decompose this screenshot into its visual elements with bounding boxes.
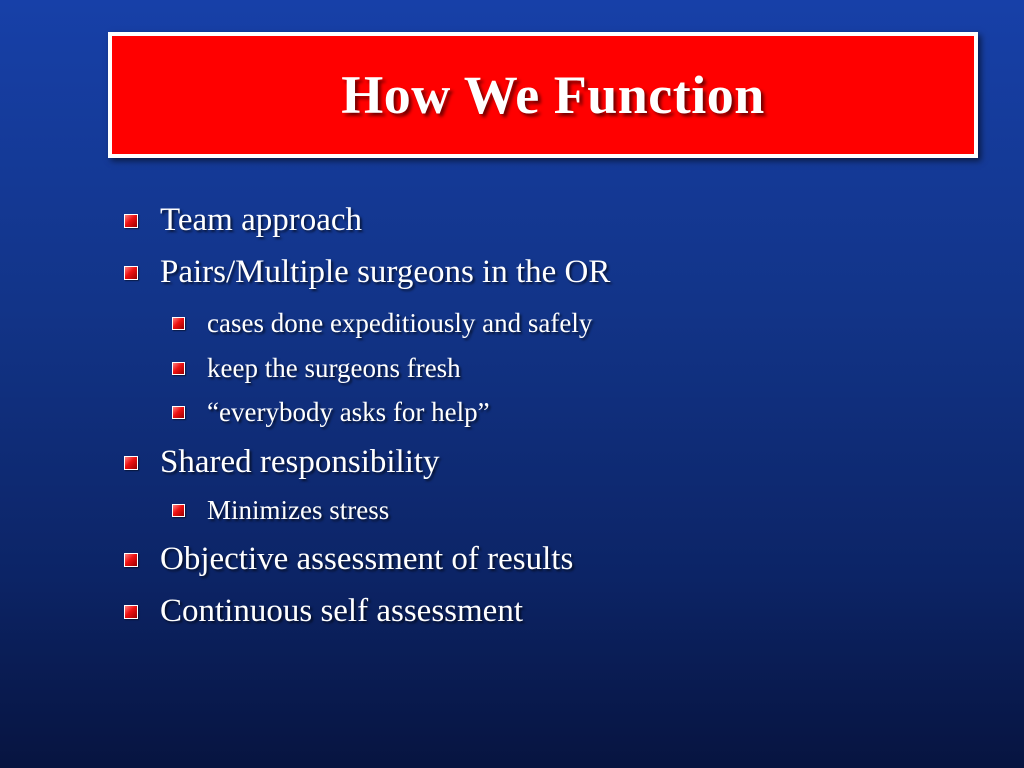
sub-bullet-text: cases done expeditiously and safely (207, 308, 593, 338)
sub-bullet-item-asks-for-help: “everybody asks for help” (172, 397, 490, 428)
square-bullet-icon (172, 362, 185, 375)
bullet-item-shared-responsibility: Shared responsibility (124, 444, 440, 481)
bullet-item-multiple-surgeons: Pairs/Multiple surgeons in the OR (124, 254, 610, 291)
bullet-item-continuous-self-assessment: Continuous self assessment (124, 593, 523, 630)
sub-bullet-text: “everybody asks for help” (207, 397, 490, 427)
square-bullet-icon (172, 504, 185, 517)
square-bullet-icon (172, 406, 185, 419)
slide-title: How We Function (341, 65, 765, 125)
bullet-text: Team approach (160, 202, 362, 238)
sub-bullet-item-surgeons-fresh: keep the surgeons fresh (172, 353, 461, 384)
bullet-text: Continuous self assessment (160, 593, 523, 629)
bullet-text: Objective assessment of results (160, 541, 574, 577)
square-bullet-icon (124, 213, 138, 228)
sub-bullet-item-minimizes-stress: Minimizes stress (172, 495, 389, 526)
square-bullet-icon (172, 317, 185, 330)
square-bullet-icon (124, 265, 138, 280)
bullet-text: Shared responsibility (160, 444, 440, 480)
sub-bullet-item-expeditiously: cases done expeditiously and safely (172, 308, 592, 339)
square-bullet-icon (124, 552, 138, 567)
sub-bullet-text: keep the surgeons fresh (207, 353, 461, 383)
square-bullet-icon (124, 455, 138, 470)
bullet-item-objective-assessment: Objective assessment of results (124, 541, 573, 578)
bullet-text: Pairs/Multiple surgeons in the OR (160, 254, 611, 290)
square-bullet-icon (124, 604, 138, 619)
sub-bullet-text: Minimizes stress (207, 495, 390, 525)
title-banner: How We Function (108, 32, 978, 158)
bullet-item-team-approach: Team approach (124, 202, 362, 239)
